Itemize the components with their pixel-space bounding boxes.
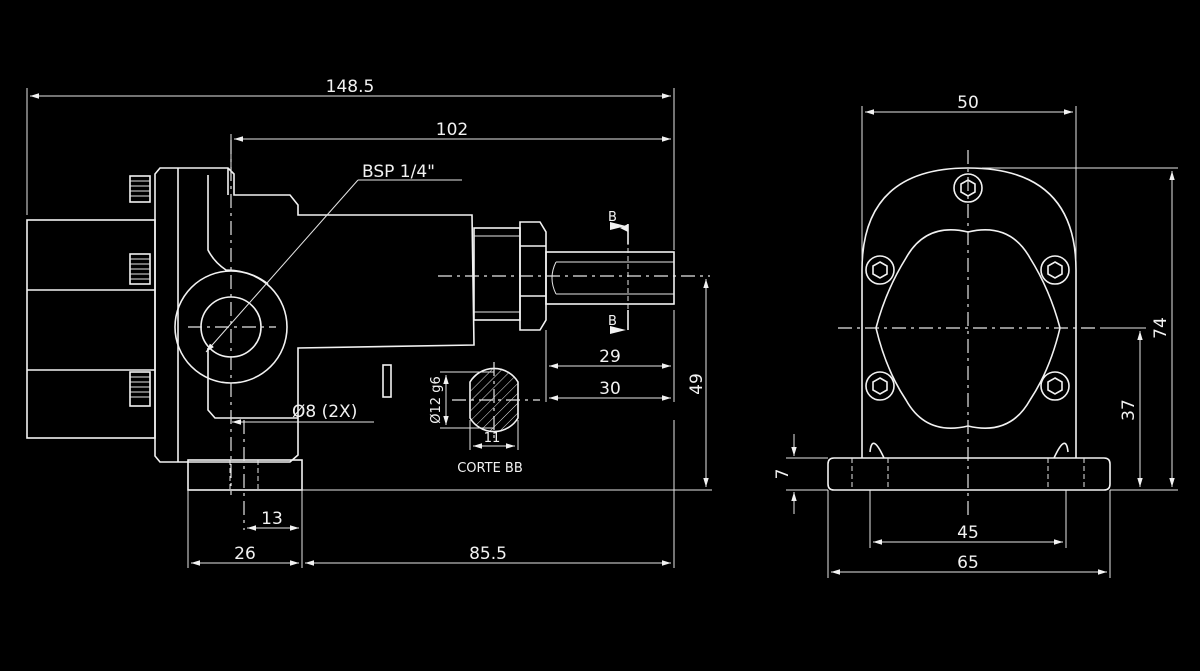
- seal-collar: [473, 227, 521, 321]
- dim-mount-holes: Ø8 (2X): [292, 402, 357, 422]
- hex-nut: [519, 221, 547, 331]
- dim-hole-offset: 13: [261, 509, 283, 529]
- front-base-plate: [827, 457, 1111, 491]
- dim-overall-length: 148.5: [326, 77, 375, 97]
- front-view-dimensions: 50 74 37 7 45 65: [773, 93, 1178, 578]
- dim-shaft-flat: 11: [484, 431, 501, 446]
- bolt-lower-left: [865, 371, 895, 401]
- dim-base-width: 65: [957, 553, 979, 573]
- dim-body-length: 102: [436, 120, 468, 140]
- knurled-screw-middle: [129, 253, 151, 285]
- section-title: CORTE BB: [457, 461, 523, 476]
- bolt-upper-right: [1040, 255, 1070, 285]
- section-mark-bottom: B: [608, 314, 617, 329]
- front-housing-outline: [861, 167, 1077, 458]
- dim-shaft-29: 29: [599, 347, 621, 367]
- side-view-dimensions: 148.5 102 BSP 1/4" Ø8 (2X) 29 30 49 13 2…: [26, 77, 712, 568]
- knurled-screw-top: [129, 175, 151, 203]
- section-mark-top: B: [608, 210, 617, 225]
- shaft: [545, 251, 675, 305]
- knurled-screw-bottom: [129, 371, 151, 407]
- dim-shaft-height: 49: [687, 373, 707, 395]
- dim-front-height: 74: [1151, 317, 1171, 339]
- dim-base-left: 26: [234, 544, 256, 564]
- dim-shaft-30: 30: [599, 379, 621, 399]
- dim-base-to-shaft: 85.5: [469, 544, 507, 564]
- bolt-upper-left: [865, 255, 895, 285]
- pump-body-outline: [154, 167, 475, 463]
- bolt-lower-right: [1040, 371, 1070, 401]
- dim-front-width: 50: [957, 93, 979, 113]
- mounting-foot: [187, 459, 303, 491]
- dim-center-height: 37: [1119, 399, 1139, 421]
- dim-hole-spacing: 45: [957, 523, 979, 543]
- front-view: [827, 150, 1111, 520]
- section-bb: Ø12 g6 11 CORTE BB: [429, 362, 540, 476]
- dim-shaft-dia: Ø12 g6: [429, 376, 444, 423]
- dim-port-thread: BSP 1/4": [362, 162, 435, 182]
- dim-base-thickness: 7: [773, 469, 793, 480]
- side-view: B B: [26, 140, 710, 530]
